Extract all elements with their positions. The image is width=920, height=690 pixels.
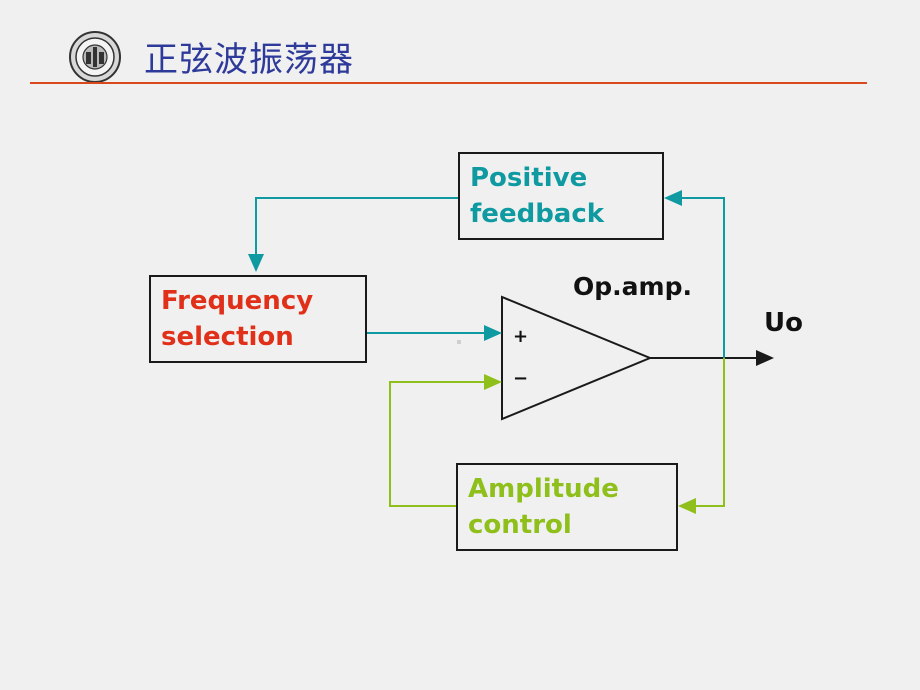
opamp-plus-sign: + xyxy=(513,326,529,347)
feedback-up-line xyxy=(664,190,725,358)
title-divider xyxy=(30,82,867,84)
opamp-label: Op.amp. xyxy=(573,272,692,301)
output-to-amplitude-line xyxy=(678,358,725,514)
amplitude-control-line1: Amplitude xyxy=(468,474,619,504)
amplitude-to-minus-line xyxy=(389,374,502,507)
frequency-selection-line2: selection xyxy=(161,322,294,352)
frequency-selection-line1: Frequency xyxy=(161,286,314,316)
frequency-selection-block: Frequency selection xyxy=(149,275,367,363)
university-seal-icon xyxy=(69,31,121,83)
positive-feedback-line2: feedback xyxy=(470,199,605,229)
opamp-minus-sign: − xyxy=(513,368,529,389)
amplitude-control-block: Amplitude control xyxy=(456,463,678,551)
page-title: 正弦波振荡器 xyxy=(144,40,354,80)
positive-feedback-block: Positive feedback xyxy=(458,152,664,240)
amplitude-control-line2: control xyxy=(468,510,572,540)
opamp-triangle xyxy=(501,295,653,421)
artifact-dot xyxy=(457,340,461,344)
positive-feedback-line1: Positive xyxy=(470,163,588,193)
output-label: Uo xyxy=(764,308,803,338)
feedback-to-selection-line xyxy=(248,197,458,272)
